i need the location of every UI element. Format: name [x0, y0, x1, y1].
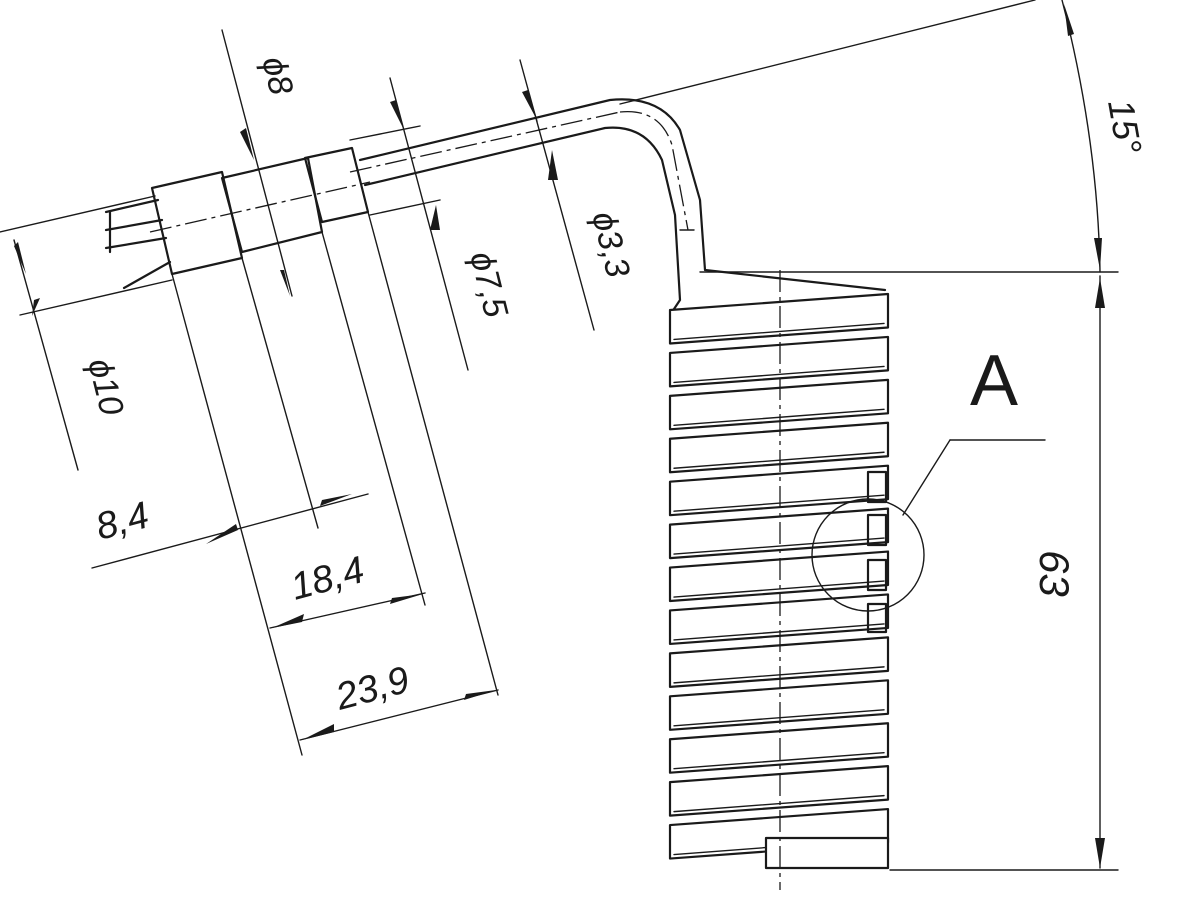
- dim-84-text: 8,4: [91, 494, 153, 548]
- coil-turn-edge: [673, 623, 885, 641]
- coil-turn-edge: [673, 709, 885, 727]
- coil-turn: [668, 593, 890, 646]
- dim-height: 63: [889, 275, 1119, 871]
- rod: [349, 98, 887, 314]
- coil-turn: [668, 421, 890, 474]
- coil-turn: [668, 765, 890, 817]
- heating-coil: [668, 292, 890, 870]
- coil-turn-edge: [673, 322, 885, 341]
- coil-turn-edge: [673, 408, 885, 427]
- coil-turn: [668, 335, 890, 388]
- dim-phi33-text: ϕ3,3: [584, 208, 637, 281]
- dim-phi10-text: ϕ10: [80, 355, 131, 419]
- coil-turn-edge: [673, 537, 885, 555]
- dim-height-text: 63: [1031, 550, 1078, 597]
- coil-end-tab: [764, 836, 890, 870]
- dim-phi75: ϕ7,5: [349, 77, 515, 371]
- coil-turn-edge: [673, 794, 885, 813]
- detail-a-marker: A: [811, 341, 1046, 634]
- dim-239-text: 23,9: [330, 659, 413, 719]
- coil-turn: [668, 378, 890, 431]
- dim-angle: 15°: [619, 0, 1150, 273]
- coil-turn-edge: [673, 752, 885, 770]
- dim-184-text: 18,4: [286, 549, 368, 609]
- coil-turn: [668, 679, 890, 731]
- coil-turn: [668, 464, 890, 517]
- dim-phi8: ϕ8: [221, 29, 300, 297]
- coil-turn-edge: [673, 494, 885, 512]
- dim-lengths: 8,4 18,4 23,9: [91, 211, 499, 756]
- coil-turn: [668, 550, 890, 603]
- coil-turn: [668, 722, 890, 774]
- dim-angle-text: 15°: [1100, 96, 1150, 157]
- dim-phi10: ϕ10: [0, 195, 173, 471]
- coil-turn-edge: [673, 666, 885, 684]
- coil-turn: [668, 507, 890, 560]
- connector: [104, 146, 371, 290]
- detail-a-label: A: [970, 341, 1018, 421]
- dim-phi75-text: ϕ7,5: [462, 248, 515, 321]
- coil-turn: [668, 636, 890, 688]
- dim-phi8-text: ϕ8: [254, 53, 300, 99]
- coil-turn-edge: [673, 580, 885, 598]
- coil-turn-edge: [673, 451, 885, 469]
- coil-turn: [668, 292, 890, 345]
- coil-turn-edge: [673, 365, 885, 384]
